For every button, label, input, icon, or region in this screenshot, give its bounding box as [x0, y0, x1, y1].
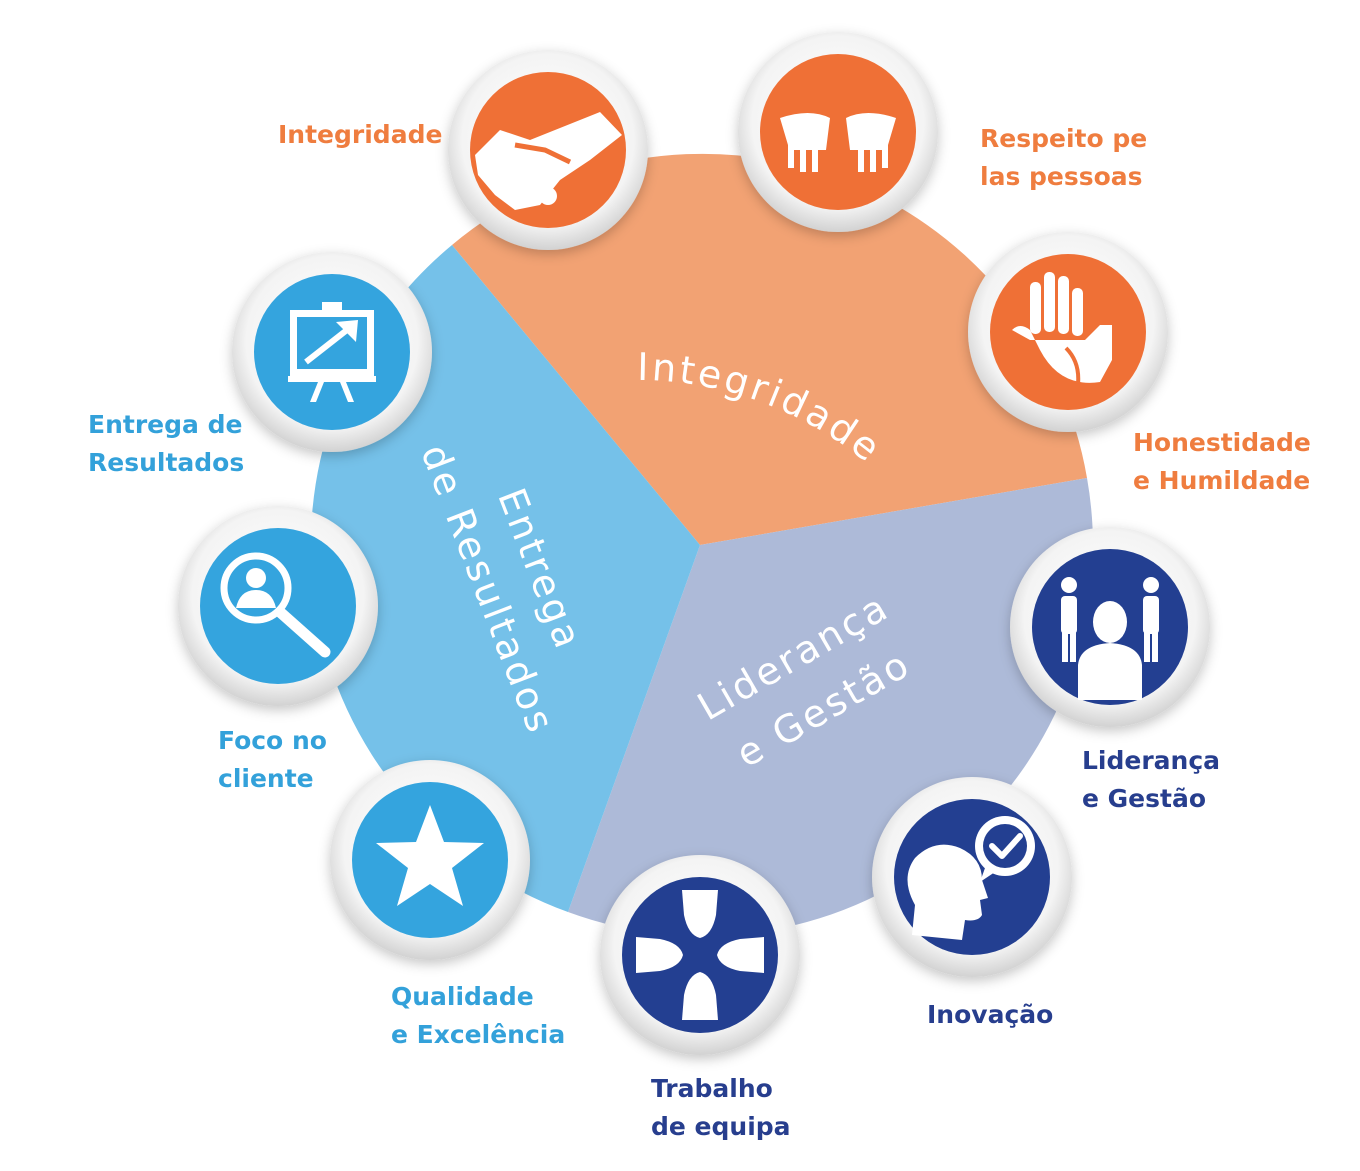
value-circle-integridade [448, 50, 648, 250]
value-circle-lideranca [1010, 527, 1210, 727]
value-label-respeito: Respeito pe las pessoas [980, 124, 1148, 191]
value-label-inovacao: Inovação [927, 1000, 1054, 1029]
value-label-entrega: Entrega de Resultados [88, 410, 245, 477]
value-label-integridade: Integridade [278, 120, 443, 149]
value-label-lideranca: Liderança e Gestão [1082, 746, 1221, 813]
value-circle-foco [178, 506, 378, 706]
value-label-qualidade: Qualidade e Excelência [391, 982, 566, 1049]
value-label-foco: Foco no cliente [218, 726, 327, 793]
raised-hands-icon [1012, 272, 1112, 385]
value-circle-honestidade [968, 232, 1168, 432]
value-circle-inovacao [872, 777, 1072, 977]
presentation-chart-icon [288, 302, 376, 402]
value-circle-trabalho [600, 855, 800, 1055]
open-hands-icon [780, 113, 896, 172]
segment-integridade [452, 153, 1087, 545]
value-label-trabalho: Trabalho de equipa [651, 1074, 791, 1141]
value-label-honestidade: Honestidade e Humildade [1133, 428, 1311, 495]
team-hands-icon [636, 890, 764, 1020]
value-circle-respeito [738, 32, 938, 232]
leader-group-icon [1061, 577, 1159, 700]
magnifier-person-icon [220, 552, 331, 658]
value-circle-qualidade [330, 760, 530, 960]
value-circle-entrega [232, 252, 432, 452]
star-icon [376, 805, 484, 906]
head-idea-icon [907, 816, 1035, 940]
handshake-icon [475, 112, 622, 210]
